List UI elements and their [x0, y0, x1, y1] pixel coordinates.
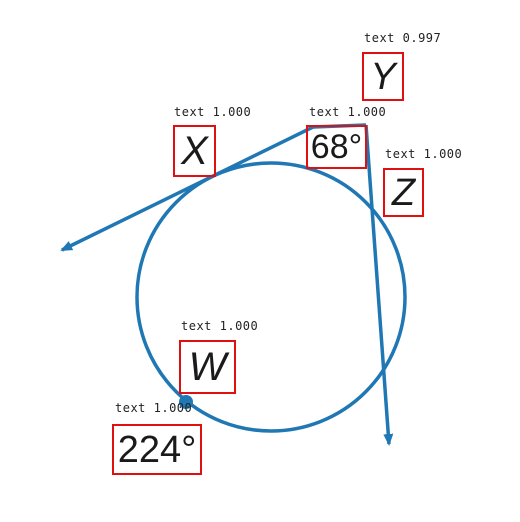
- circle: [135, 161, 407, 433]
- label-y-box: Y: [362, 52, 404, 101]
- label-y: Y: [370, 55, 396, 98]
- label-z-box: Z: [383, 168, 424, 217]
- label-w-box: W: [179, 340, 236, 394]
- angle-224-label: 224°: [117, 428, 197, 471]
- annotation-y: text 0.997: [364, 31, 442, 45]
- label-z: Z: [391, 171, 416, 214]
- point-w-dot: [179, 395, 193, 409]
- annotation-angle-224: text 1.000: [115, 401, 193, 415]
- annotation-x: text 1.000: [174, 105, 252, 119]
- angle-68-box: 68°: [306, 125, 367, 169]
- angle-68-label: 68°: [310, 128, 363, 166]
- annotation-w: text 1.000: [181, 319, 259, 333]
- ray-to-left: [60, 125, 314, 252]
- label-x-box: X: [173, 125, 216, 177]
- ray-to-bottom: [364, 124, 394, 446]
- label-w: W: [188, 345, 227, 389]
- annotation-angle-68: text 1.000: [309, 105, 387, 119]
- label-x: X: [181, 129, 208, 173]
- angle-224-box: 224°: [112, 424, 202, 475]
- annotation-z: text 1.000: [385, 147, 463, 161]
